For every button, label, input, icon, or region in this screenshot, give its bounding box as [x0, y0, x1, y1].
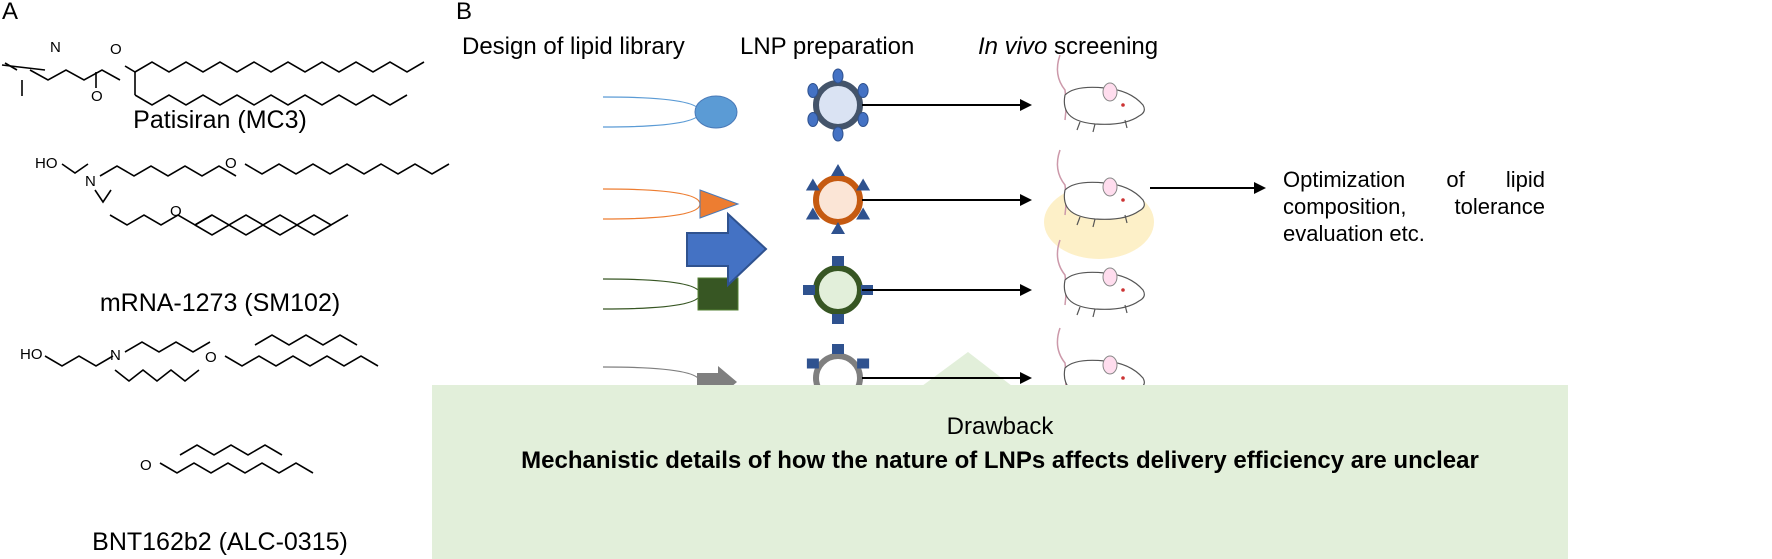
- atom-ho: HO: [20, 346, 43, 363]
- mouse-eye: [1121, 103, 1125, 107]
- mouse-tail: [1056, 239, 1067, 306]
- atom-n: N: [85, 173, 96, 190]
- molecule-label-mc3: Patisiran (MC3): [133, 106, 307, 134]
- surface-ligand-icon: [805, 207, 820, 220]
- sm102-tail-2: [194, 214, 349, 226]
- surface-ligand-icon: [832, 314, 844, 324]
- alc-head: [44, 355, 114, 367]
- lnp-particle-icon: [813, 80, 863, 130]
- mouse-ear: [1102, 267, 1118, 287]
- surface-ligand-icon: [857, 112, 869, 127]
- square-headgroup-icon: [697, 277, 739, 311]
- lipid-tail-icon: [602, 278, 701, 310]
- optimization-text: Optimization of lipid composition, toler…: [1283, 167, 1545, 246]
- molecule-label-sm102: mRNA-1273 (SM102): [99, 289, 341, 317]
- mouse-eye: [1121, 288, 1125, 292]
- surface-ligand-icon: [857, 83, 869, 98]
- sm102-tail-1: [244, 163, 450, 175]
- drawback-text: Mechanistic details of how the nature of…: [521, 447, 1479, 474]
- surface-ligand-icon: [856, 178, 871, 191]
- alc-chain-1: [124, 341, 211, 353]
- triangle-headgroup-icon: [699, 189, 740, 219]
- header-lnp-preparation: LNP preparation: [740, 33, 915, 60]
- screening-text: screening: [1047, 33, 1159, 60]
- sm102-chain-1: [99, 165, 237, 177]
- surface-ligand-icon: [831, 164, 845, 176]
- lipid-tail-icon: [602, 96, 701, 128]
- drawback-box: Drawback Mechanistic details of how the …: [432, 385, 1568, 559]
- flow-arrowhead: [1020, 284, 1032, 296]
- atom-o: O: [205, 349, 217, 366]
- sm102-tail-3: [194, 224, 332, 236]
- header-design-lipid-library: Design of lipid library: [462, 33, 685, 60]
- atom-n: N: [110, 347, 121, 364]
- atom-o: O: [110, 41, 122, 58]
- bond: [4, 62, 18, 71]
- surface-ligand-icon: [832, 68, 844, 84]
- alc-tail-2: [254, 334, 358, 346]
- surface-ligand-icon: [856, 207, 871, 220]
- surface-ligand-icon: [803, 285, 815, 295]
- alc-tail-3: [159, 462, 314, 474]
- circle-headgroup-icon: [694, 95, 738, 129]
- mc3-tail-1: [134, 61, 425, 73]
- alc-tail-1: [224, 355, 379, 367]
- panel-label-a: A: [2, 0, 19, 25]
- surface-ligand-icon: [807, 112, 819, 127]
- drawback-notch: [922, 352, 1012, 386]
- bond: [124, 65, 136, 73]
- lnp-particle-icon: [813, 175, 863, 225]
- mouse-eye: [1121, 376, 1125, 380]
- alc-tail-4: [179, 444, 283, 456]
- flow-arrowhead: [1020, 372, 1032, 384]
- atom-o: O: [140, 457, 152, 474]
- flow-arrowhead: [1020, 99, 1032, 111]
- mouse-ear: [1102, 355, 1118, 375]
- mc3-tail-2: [134, 94, 408, 106]
- drawback-title: Drawback: [946, 413, 1054, 440]
- surface-ligand-icon: [807, 83, 819, 98]
- mouse-legs: [1076, 304, 1128, 318]
- surface-ligand-icon: [832, 256, 844, 266]
- mouse-ear: [1102, 177, 1118, 197]
- big-arrow-icon: [686, 211, 768, 288]
- mouse-legs: [1076, 119, 1128, 133]
- alc-chain-2: [114, 368, 200, 383]
- mouse-tail: [1056, 327, 1067, 394]
- mouse-tail: [1056, 149, 1067, 216]
- lipid-tail-icon: [602, 188, 701, 220]
- molecule-label-alc0315: BNT162b2 (ALC-0315): [92, 528, 348, 556]
- mouse-legs: [1076, 214, 1128, 228]
- mouse-icon: [1056, 149, 1145, 228]
- in-vivo-italic: In vivo: [978, 33, 1048, 60]
- lnp-particle-icon: [813, 265, 863, 315]
- atom-o: O: [170, 203, 182, 220]
- flow-arrowhead: [1020, 194, 1032, 206]
- sm102-ethanol: [61, 163, 89, 174]
- surface-ligand-icon: [805, 178, 820, 191]
- mouse-tail: [1056, 54, 1067, 121]
- mouse-icon: [1056, 54, 1145, 133]
- panel-label-b: B: [456, 0, 473, 25]
- surface-ligand-icon: [857, 358, 870, 369]
- atom-o: O: [91, 88, 103, 105]
- sm102-chain-2a: [94, 189, 112, 204]
- atom-n: N: [50, 39, 61, 56]
- mouse-eye: [1121, 198, 1125, 202]
- outcome-arrowhead: [1254, 182, 1266, 194]
- mc3-headgroup: [29, 69, 121, 81]
- surface-ligand-icon: [806, 358, 819, 369]
- mouse-icon: [1056, 239, 1145, 318]
- atom-o: O: [225, 155, 237, 172]
- surface-ligand-icon: [832, 344, 844, 354]
- mouse-ear: [1102, 82, 1118, 102]
- header-in-vivo-screening: In vivo screening: [978, 33, 1158, 61]
- surface-ligand-icon: [831, 222, 845, 234]
- atom-ho: HO: [35, 155, 58, 172]
- surface-ligand-icon: [832, 126, 844, 142]
